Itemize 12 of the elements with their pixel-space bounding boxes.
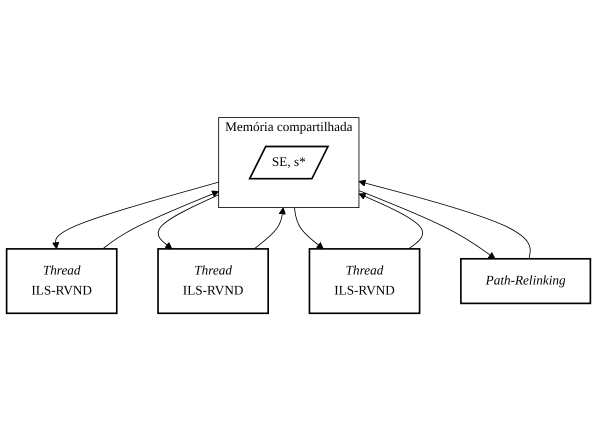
arrow xyxy=(254,206,286,249)
arrow xyxy=(102,190,219,249)
arrow xyxy=(52,181,220,249)
arrow xyxy=(358,179,531,259)
arrow xyxy=(158,194,220,249)
arrow xyxy=(358,192,423,249)
node-box: Thread ILS-RVND xyxy=(308,248,420,314)
arrow xyxy=(294,206,324,249)
arrow xyxy=(358,190,496,259)
node-box: Thread ILS-RVND xyxy=(6,248,118,314)
node-box: Path-Relinking xyxy=(460,258,592,304)
node-box: Thread ILS-RVND xyxy=(157,248,269,314)
